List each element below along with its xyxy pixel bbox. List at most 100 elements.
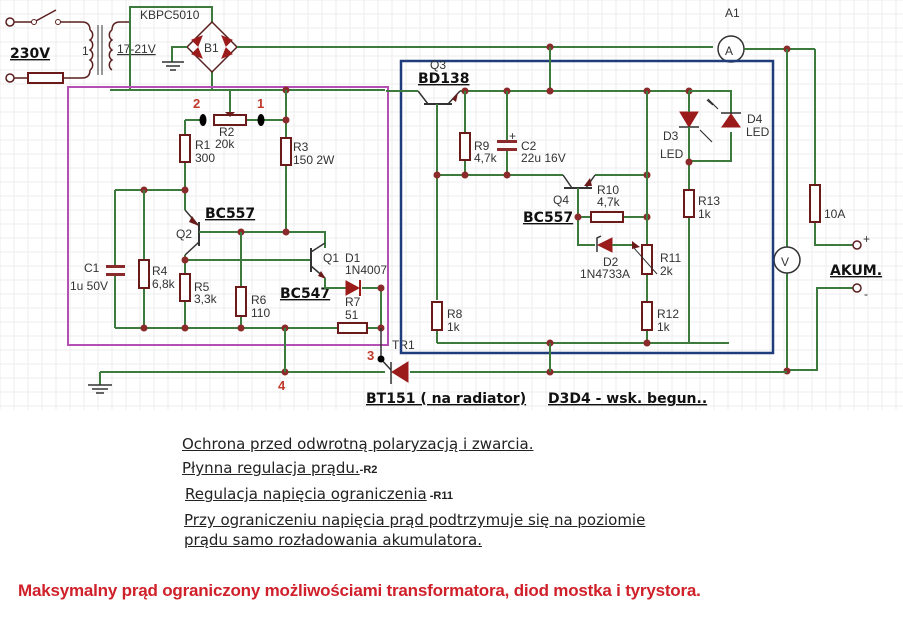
r3-ref: R3 bbox=[293, 140, 309, 154]
junction-dot bbox=[181, 256, 189, 264]
d4-value: LED bbox=[746, 125, 770, 139]
junction-dot bbox=[685, 158, 693, 166]
mains-switch bbox=[14, 9, 91, 31]
r13-ref: R13 bbox=[698, 194, 720, 208]
junction-dot bbox=[461, 171, 469, 179]
junction-dot bbox=[546, 87, 554, 95]
r5-ref: R5 bbox=[194, 280, 210, 294]
note-limit-behaviour: Przy ograniczeniu napięcia prąd podtrzym… bbox=[182, 508, 645, 532]
d3-led-icon bbox=[679, 111, 699, 128]
q1-arrow bbox=[318, 271, 326, 279]
notes-panel: Ochrona przed odwrotną polaryzacją i zwa… bbox=[182, 432, 645, 552]
transistor-q4: Q4 BC557 bbox=[523, 174, 596, 226]
battery-plus-terminal bbox=[852, 240, 862, 250]
d3-ref: D3 bbox=[663, 129, 679, 143]
c1-value: 1u 50V bbox=[70, 279, 108, 293]
c2-ref: C2 bbox=[521, 139, 537, 153]
max-current-footer: Maksymalny prąd ograniczony możliwościam… bbox=[18, 581, 701, 600]
switch-contact bbox=[55, 19, 61, 25]
transformer-primary-icon bbox=[88, 29, 94, 71]
bridge-rectifier: KBPC5010 B1 bbox=[129, 6, 239, 91]
d2-zener-icon bbox=[596, 237, 613, 253]
r8-ref: R8 bbox=[447, 307, 463, 321]
ammeter-symbol: A bbox=[725, 44, 733, 58]
thyristor-tr1: TR1 BT151 ( na radiator) 3 bbox=[360, 338, 526, 407]
gate-dot bbox=[377, 355, 385, 363]
current-control-block bbox=[67, 86, 389, 346]
r1-ref: R1 bbox=[195, 138, 211, 152]
bridge-ac-wire bbox=[129, 6, 213, 22]
d3-light-arrows bbox=[699, 129, 713, 143]
junction-dot bbox=[503, 171, 511, 179]
voltmeter-symbol: V bbox=[781, 255, 789, 269]
tr1-part-label: BT151 ( na radiator) bbox=[366, 391, 526, 407]
q3-part-label: BD138 bbox=[418, 71, 470, 87]
ground-icon bbox=[88, 384, 112, 394]
mains-fuse-icon bbox=[27, 72, 64, 84]
r12-resistor-icon bbox=[641, 301, 653, 331]
junction-dot bbox=[181, 186, 189, 194]
r8-value: 1k bbox=[447, 320, 461, 334]
junction-dot bbox=[574, 213, 582, 221]
junction-dot bbox=[282, 116, 290, 124]
charger-schematic: 230V 1 17-21V KBPC5010 B1 A A1 bbox=[0, 0, 903, 410]
bridge-part-label: KBPC5010 bbox=[140, 8, 200, 22]
r12-ref: R12 bbox=[657, 307, 679, 321]
r7-ref: R7 bbox=[345, 295, 361, 309]
transistor-q1: Q1 BC547 bbox=[280, 242, 339, 302]
r9-resistor-icon bbox=[459, 132, 471, 161]
r4-resistor-icon bbox=[138, 259, 150, 289]
junction-dot bbox=[377, 284, 385, 292]
pot-wire bbox=[185, 90, 287, 138]
r7-value: 51 bbox=[345, 308, 359, 322]
r7-resistor-icon bbox=[337, 322, 368, 334]
note-line-2-ref: -R2 bbox=[359, 464, 378, 476]
q4-ref: Q4 bbox=[553, 193, 569, 207]
battery-label: AKUM. bbox=[830, 263, 882, 279]
battery-minus-wire bbox=[787, 287, 853, 371]
note-line-4: Przy ograniczeniu napięcia prąd podtrzym… bbox=[184, 511, 646, 529]
note-current-adjust: Płynna regulacja prądu.-R2 bbox=[182, 456, 645, 482]
r9-value: 4,7k bbox=[474, 151, 498, 165]
c1-ref: C1 bbox=[84, 261, 100, 275]
mains-terminal-top bbox=[5, 17, 15, 27]
r6-value: 110 bbox=[251, 306, 270, 320]
d3-value: LED bbox=[660, 147, 684, 161]
d2-bar bbox=[596, 235, 602, 252]
junction-dot bbox=[433, 171, 441, 179]
voltmeter: V bbox=[773, 246, 801, 274]
test-point-3: 3 bbox=[367, 348, 374, 363]
mains-terminal-bottom bbox=[5, 73, 15, 83]
d4-led-icon bbox=[721, 113, 741, 128]
bridge-diode-icon bbox=[221, 47, 233, 59]
junction-dot bbox=[282, 228, 290, 236]
bridge-ref-label: B1 bbox=[204, 41, 219, 55]
pot-wiper bbox=[225, 112, 235, 117]
battery-plus-sign: + bbox=[863, 232, 870, 246]
diode-d1: D1 1N4007 bbox=[345, 251, 387, 296]
q2-arrow bbox=[189, 216, 199, 226]
pot-terminal-1 bbox=[257, 114, 265, 126]
d2-ref: D2 bbox=[603, 255, 619, 269]
transformer-ratio: 1 bbox=[82, 44, 89, 58]
q1-ref: Q1 bbox=[323, 251, 339, 265]
led-note-label: D3D4 - wsk. begun.. bbox=[548, 391, 707, 407]
tr1-ref: TR1 bbox=[392, 338, 415, 352]
d4-light-arrows bbox=[706, 98, 719, 110]
q1-collector bbox=[310, 242, 326, 253]
d4-ref: D4 bbox=[747, 112, 763, 126]
secondary-voltage-label: 17-21V bbox=[117, 42, 156, 56]
mains-wire bbox=[14, 69, 91, 79]
r13-value: 1k bbox=[698, 207, 712, 221]
r4-value: 6,8k bbox=[152, 277, 176, 291]
q3-arrow bbox=[452, 93, 458, 102]
led-d4: D4 LED bbox=[706, 98, 770, 139]
note-line-2: Płynna regulacja prądu. bbox=[182, 459, 360, 477]
mains-voltage-label: 230V bbox=[10, 46, 50, 62]
test-point-1: 1 bbox=[257, 96, 264, 111]
junction-dot bbox=[140, 324, 148, 332]
ammeter-ref: A1 bbox=[725, 6, 740, 20]
note-voltage-adjust: Regulacja napięcia ograniczenia -R11 bbox=[182, 482, 645, 508]
d1-ref: D1 bbox=[345, 251, 361, 265]
r10-ref: R10 bbox=[597, 183, 619, 197]
